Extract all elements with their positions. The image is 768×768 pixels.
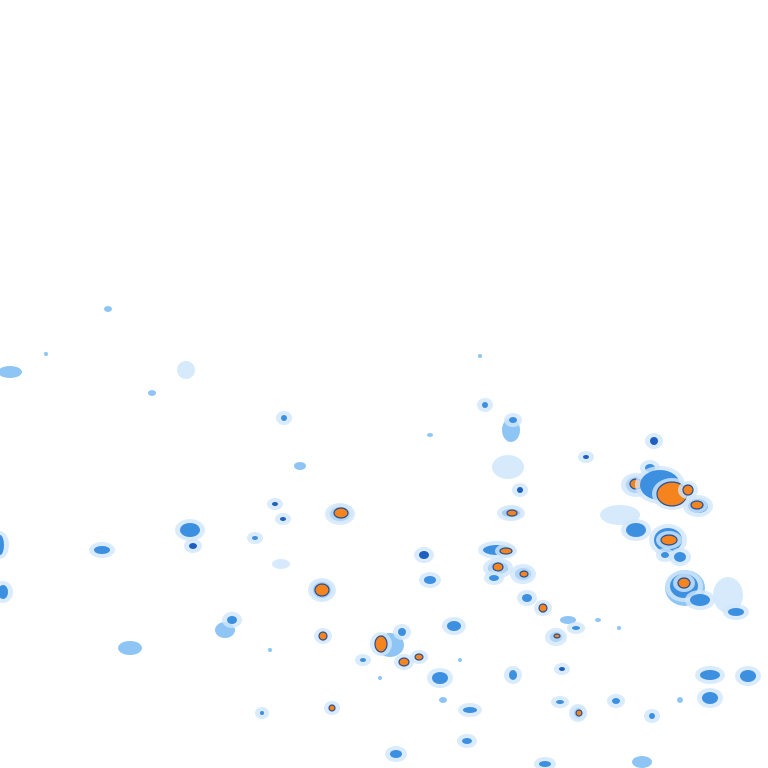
precipitation-echo xyxy=(612,698,620,704)
precipitation-echo xyxy=(104,306,112,312)
intense-echo xyxy=(414,653,424,661)
precipitation-echo xyxy=(649,713,655,719)
precipitation-echo xyxy=(463,707,477,713)
precipitation-echo xyxy=(595,618,601,622)
precipitation-echo xyxy=(674,552,686,562)
precipitation-echo xyxy=(713,577,743,613)
precipitation-echo xyxy=(677,697,683,703)
precipitation-echo xyxy=(522,594,532,602)
precipitation-echo xyxy=(432,672,448,684)
precipitation-echo xyxy=(0,366,22,378)
precipitation-echo xyxy=(447,621,461,631)
precipitation-echo xyxy=(509,417,517,423)
precipitation-echo xyxy=(489,575,499,581)
precipitation-echo xyxy=(559,667,565,671)
precipitation-echo xyxy=(458,658,462,662)
precipitation-echo xyxy=(572,626,580,630)
precipitation-echo xyxy=(509,670,517,680)
intense-echo xyxy=(690,500,704,510)
intense-echo xyxy=(553,633,561,639)
precipitation-echo xyxy=(482,402,488,408)
precipitation-echo xyxy=(560,616,576,624)
intense-echo xyxy=(374,635,388,653)
precipitation-echo xyxy=(419,551,429,559)
precipitation-echo xyxy=(252,536,258,540)
precipitation-echo xyxy=(492,455,524,479)
intense-echo xyxy=(677,577,691,589)
precipitation-echo xyxy=(661,552,669,558)
precipitation-echo xyxy=(118,641,142,655)
precipitation-echo xyxy=(94,546,110,554)
precipitation-echo xyxy=(189,543,197,549)
precipitation-echo xyxy=(439,697,447,703)
precipitation-echo xyxy=(398,628,406,636)
precipitation-echo xyxy=(517,487,523,493)
precipitation-echo xyxy=(260,711,264,715)
precipitation-echo xyxy=(177,361,195,379)
precipitation-echo xyxy=(617,626,621,630)
precipitation-echo xyxy=(272,502,278,506)
precipitation-echo xyxy=(462,738,472,744)
intense-echo xyxy=(506,509,518,517)
precipitation-echo xyxy=(424,576,436,584)
precipitation-echo xyxy=(700,670,720,680)
precipitation-echo xyxy=(44,352,48,356)
precipitation-echo xyxy=(539,761,551,767)
intense-echo xyxy=(538,603,548,613)
precipitation-echo xyxy=(390,750,402,758)
intense-echo xyxy=(492,562,504,572)
precipitation-echo xyxy=(272,559,290,569)
precipitation-echo xyxy=(268,648,272,652)
precipitation-echo xyxy=(650,437,658,445)
precipitation-echo xyxy=(227,616,237,624)
intense-echo xyxy=(328,704,336,712)
precipitation-echo xyxy=(556,700,564,704)
precipitation-echo xyxy=(180,523,200,537)
intense-echo xyxy=(314,583,330,597)
precipitation-echo xyxy=(360,658,366,662)
intense-echo xyxy=(519,570,529,578)
precipitation-echo xyxy=(728,608,744,616)
precipitation-cells xyxy=(0,306,761,768)
intense-echo xyxy=(499,547,513,555)
intense-echo xyxy=(682,484,694,496)
precipitation-echo xyxy=(702,692,718,704)
precipitation-echo xyxy=(281,415,287,421)
precipitation-echo xyxy=(378,676,382,680)
precipitation-echo xyxy=(632,756,652,768)
intense-echo xyxy=(575,709,583,717)
intense-echo xyxy=(333,507,349,519)
precipitation-echo xyxy=(583,455,589,459)
precipitation-echo xyxy=(280,517,286,521)
intense-echo xyxy=(660,534,678,546)
precipitation-echo xyxy=(626,523,646,537)
precipitation-echo xyxy=(0,535,4,555)
intense-echo xyxy=(398,657,410,667)
precipitation-echo xyxy=(148,390,156,396)
precipitation-echo xyxy=(690,594,710,606)
precipitation-echo xyxy=(0,585,8,599)
precipitation-echo xyxy=(478,354,482,358)
intense-echo xyxy=(318,631,328,641)
precipitation-echo xyxy=(740,670,756,682)
precipitation-echo xyxy=(427,433,433,437)
precipitation-echo xyxy=(294,462,306,470)
